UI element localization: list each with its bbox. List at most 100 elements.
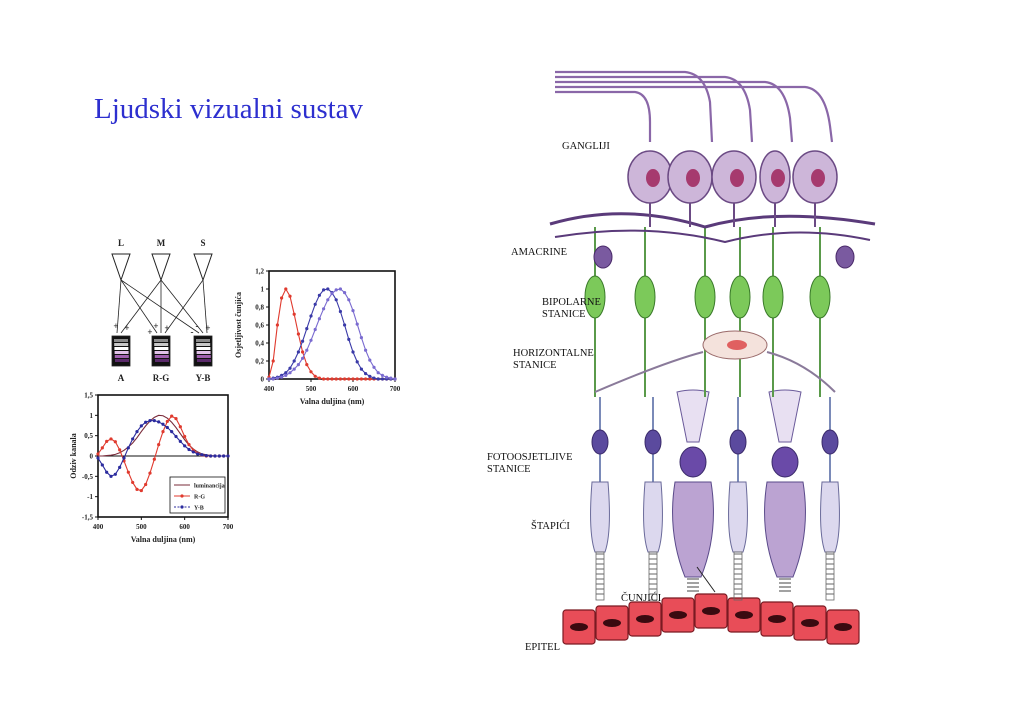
cone-body [764, 481, 806, 578]
ganglion-nucleus [646, 169, 660, 187]
data-point [157, 443, 161, 447]
data-point [100, 463, 104, 467]
rod-nucleus [644, 429, 662, 455]
data-point [96, 452, 100, 456]
y-tick-label: 0,6 [255, 322, 264, 330]
x-tick-label: 400 [264, 385, 275, 393]
data-point [178, 439, 182, 443]
data-point [139, 424, 143, 428]
channel-stripe [196, 351, 211, 354]
epithelium-nucleus [603, 619, 621, 627]
data-point [170, 430, 174, 434]
retina-label: BIPOLARNE [542, 297, 601, 308]
channel-stripe [154, 347, 169, 350]
ganglion-axon [555, 90, 652, 142]
data-point [296, 332, 300, 336]
x-tick-label: 600 [348, 385, 359, 393]
data-point [126, 446, 130, 450]
data-point [275, 323, 279, 327]
data-point [372, 376, 376, 380]
x-axis-label: Valna duljina (nm) [131, 535, 196, 544]
data-point [165, 425, 169, 430]
amacrine-cell [593, 245, 613, 269]
ganglion-nucleus [686, 169, 700, 187]
retina-label: HORIZONTALNE [513, 348, 594, 359]
data-point [109, 437, 113, 441]
slide-title: Ljudski vizualni sustav [94, 93, 364, 125]
x-tick-label: 400 [93, 523, 104, 531]
data-point [322, 377, 326, 381]
data-point [385, 375, 389, 379]
horizontal-nucleus [727, 340, 747, 350]
data-point [144, 420, 148, 424]
data-point [131, 437, 135, 441]
data-point [280, 375, 284, 379]
data-point [334, 298, 338, 302]
data-point [148, 419, 152, 423]
retina-label: GANGLIJI [562, 141, 610, 152]
data-point [96, 456, 100, 460]
data-point [284, 287, 288, 291]
data-point [100, 446, 104, 450]
data-point [288, 294, 292, 298]
data-point [376, 377, 380, 381]
y-tick-label: 1,2 [255, 268, 264, 276]
rod-outer [728, 481, 748, 553]
data-point [305, 348, 309, 352]
rod-outer [643, 481, 663, 553]
channel-stripe [114, 339, 128, 342]
cone-pedicle [676, 389, 710, 443]
rod-segment [733, 551, 743, 601]
data-point [309, 314, 313, 318]
data-point [334, 288, 338, 292]
data-point [376, 371, 380, 375]
cone-body [672, 481, 714, 578]
data-point [284, 373, 288, 377]
rod-nucleus [591, 429, 609, 455]
data-point [288, 366, 292, 370]
y-tick-label: -1 [87, 493, 93, 501]
sign: + [164, 323, 169, 333]
sign: + [113, 321, 118, 331]
y-tick-label: 0,2 [255, 358, 264, 366]
amacrine-process [549, 212, 876, 229]
data-point [351, 309, 355, 313]
bipolar-cell [762, 275, 784, 319]
data-point [191, 450, 195, 454]
sign: + [147, 327, 152, 337]
data-point [135, 430, 139, 434]
channel-stripe [196, 355, 211, 358]
x-axis-label: Valna duljina (nm) [300, 397, 365, 406]
data-point [330, 291, 334, 296]
data-point [174, 434, 178, 439]
sign: + [205, 323, 210, 333]
data-point [222, 454, 226, 458]
retina-label: EPITEL [525, 642, 560, 653]
data-point [338, 287, 342, 291]
ganglion-axon [555, 80, 794, 143]
y-tick-label: 1 [261, 286, 265, 294]
data-point [317, 317, 321, 321]
data-point [322, 307, 326, 311]
data-point [204, 453, 208, 458]
data-point [330, 377, 334, 381]
data-point [183, 444, 187, 448]
y-tick-label: 0 [90, 453, 94, 461]
data-point [296, 363, 300, 367]
amacrine-process [554, 229, 871, 244]
x-tick-label: 600 [179, 523, 190, 531]
data-point [200, 453, 204, 457]
data-point [313, 374, 317, 378]
legend-label-Y-B: Y-B [194, 506, 204, 512]
data-point [389, 376, 393, 380]
data-point [288, 371, 292, 375]
legend-marker [180, 494, 184, 498]
rod-nucleus [729, 429, 747, 455]
data-point [105, 470, 109, 474]
epithelium-nucleus [570, 623, 588, 631]
data-point [364, 372, 368, 376]
legend-label-luminancija: luminancija [194, 484, 225, 490]
sign: - [191, 327, 194, 337]
data-point [372, 365, 376, 369]
data-point [105, 439, 109, 443]
